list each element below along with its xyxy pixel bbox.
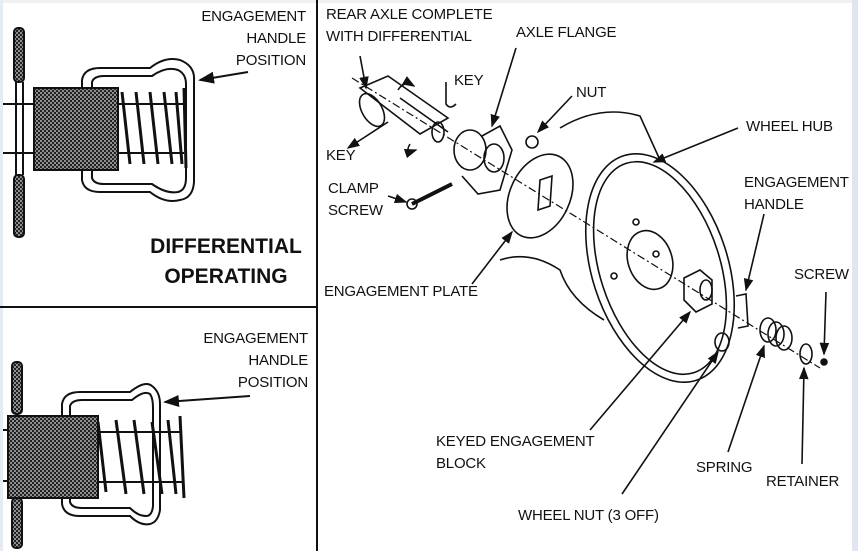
spring-part xyxy=(727,317,793,453)
panel-divider-vertical xyxy=(316,0,318,551)
label-keyed-engagement-block: KEYED ENGAGEMENT BLOCK xyxy=(436,431,595,475)
label-line-1: ENGAGEMENT xyxy=(744,174,849,191)
rim-bar-top-2 xyxy=(11,361,23,415)
axle-flange-part xyxy=(453,47,517,195)
top-edge xyxy=(0,0,852,3)
label-line-2: HANDLE xyxy=(744,196,804,213)
engagement-handle-loop xyxy=(81,58,196,202)
callout-arrow-bottom xyxy=(163,395,251,407)
label-clamp-screw: CLAMP SCREW xyxy=(328,178,383,222)
rear-axle-part xyxy=(358,55,450,159)
differential-operating-title: DIFFERENTIAL OPERATING xyxy=(140,232,312,292)
label-engagement-handle: ENGAGEMENT HANDLE xyxy=(744,172,849,216)
left-edge xyxy=(0,0,3,551)
right-edge xyxy=(852,0,858,551)
label-key-left: KEY xyxy=(326,147,356,164)
label-rear-axle: REAR AXLE COMPLETE WITH DIFFERENTIAL xyxy=(326,4,493,48)
label-axle-flange: AXLE FLANGE xyxy=(516,24,617,41)
label-line-2: SCREW xyxy=(328,202,383,219)
bottom-panel-assembly xyxy=(3,361,251,549)
engagement-handle-loop-2 xyxy=(61,383,161,526)
exploded-assembly xyxy=(346,47,830,495)
label-retainer: RETAINER xyxy=(766,473,840,490)
label-wheel-nut: WHEEL NUT (3 OFF) xyxy=(518,507,659,524)
label-spring: SPRING xyxy=(696,459,753,476)
rim-bar-top xyxy=(13,27,25,83)
rim-bar-bottom xyxy=(13,174,25,238)
engagement-handle-part xyxy=(735,213,765,329)
label-nut: NUT xyxy=(576,84,607,101)
label-line-2: WITH DIFFERENTIAL xyxy=(326,28,472,45)
keyed-block-part xyxy=(589,269,713,431)
label-line-1: KEYED ENGAGEMENT xyxy=(436,433,595,450)
label-key-top: KEY xyxy=(454,72,484,89)
retainer-part xyxy=(798,343,813,465)
spring-coils-2 xyxy=(96,415,186,499)
label-line-1: CLAMP xyxy=(328,180,379,197)
label-screw: SCREW xyxy=(794,266,849,283)
engagement-block xyxy=(33,87,119,171)
panel-divider-horizontal xyxy=(0,306,316,308)
callout-line-3: POSITION xyxy=(235,52,306,69)
callout-line-3: POSITION xyxy=(237,374,308,391)
callout-line-2: HANDLE xyxy=(248,352,308,369)
callout-line-1: ENGAGEMENT xyxy=(203,330,308,347)
wheel-hub-part xyxy=(499,111,739,383)
wheel-nut-part xyxy=(621,332,730,495)
label-engagement-plate: ENGAGEMENT PLATE xyxy=(324,283,478,300)
label-line-2: BLOCK xyxy=(436,455,486,472)
engagement-plate-part xyxy=(471,153,574,285)
callout-engagement-handle-position-top: ENGAGEMENT HANDLE POSITION xyxy=(190,6,306,72)
callout-engagement-handle-position-bottom: ENGAGEMENT HANDLE POSITION xyxy=(190,328,308,394)
clamp-screw-part xyxy=(387,182,453,210)
screw-part xyxy=(819,291,830,366)
nut-part xyxy=(525,95,573,149)
key-top-part xyxy=(445,82,457,108)
title-line-2: OPERATING xyxy=(164,265,288,288)
label-line-1: REAR AXLE COMPLETE xyxy=(326,6,493,23)
callout-line-1: ENGAGEMENT xyxy=(201,8,306,25)
engagement-block-2 xyxy=(7,415,99,499)
top-panel-assembly xyxy=(3,27,249,238)
callout-line-2: HANDLE xyxy=(246,30,306,47)
rim-bar-bottom-2 xyxy=(11,497,23,549)
title-line-1: DIFFERENTIAL xyxy=(150,235,302,258)
spring-coils xyxy=(120,87,188,169)
label-wheel-hub: WHEEL HUB xyxy=(746,118,833,135)
callout-arrow-top xyxy=(198,71,249,84)
